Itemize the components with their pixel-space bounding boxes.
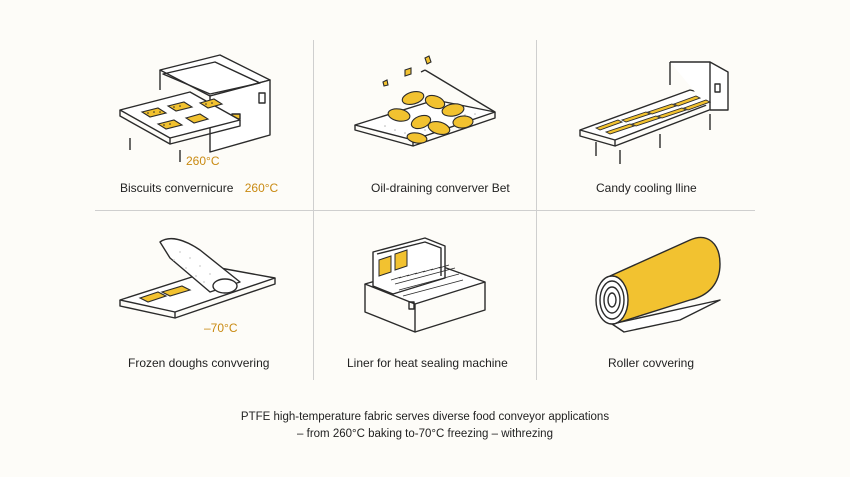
footer-line-2: – from 260°C baking to-70°C freezing – w…	[297, 428, 553, 440]
heat-sealer-icon	[364, 237, 486, 333]
caption-text: Candy cooling lline	[596, 181, 697, 195]
panel-caption: Liner for heat sealing machine	[347, 356, 508, 370]
caption-text: Roller covvering	[608, 356, 695, 370]
panel-caption: Candy cooling lline	[596, 181, 697, 195]
caption-text: Liner for heat sealing machine	[347, 356, 508, 370]
caption-text: Frozen doughs convvering	[128, 356, 270, 370]
panel-caption: Oil-draining converver Bet	[371, 181, 510, 195]
panel-caption: Frozen doughs convvering	[128, 356, 269, 370]
oven-icon	[119, 54, 271, 162]
footer-summary: PTFE high-temperature fabric serves dive…	[0, 409, 850, 443]
caption-temperature: 260°C	[244, 181, 279, 195]
frozen-conveyor-icon	[119, 238, 276, 319]
panel-caption: Biscuits convernicure 260°C	[120, 181, 278, 195]
caption-text: Biscuits convernicure	[120, 181, 234, 195]
panel-frozen-dough: –70°C Frozen doughs convvering	[100, 220, 330, 380]
panel-roller: Roller covvering	[560, 220, 790, 380]
caption-text: Oil-draining converver Bet	[371, 181, 510, 195]
panel-biscuits: 260°C Biscuits convernicure 260°C	[100, 40, 330, 205]
panel-oil-draining: Oil-draining converver Bet	[325, 40, 555, 205]
panel-caption: Roller covvering	[608, 356, 694, 370]
roller-icon	[595, 236, 721, 333]
cooling-line-icon	[579, 61, 729, 164]
image-temperature-label: –70°C	[204, 321, 238, 335]
panel-candy-cooling: Candy cooling lline	[560, 40, 790, 205]
divider-horizontal	[95, 210, 755, 211]
oil-draining-belt-icon	[354, 55, 496, 147]
footer-line-1: PTFE high-temperature fabric serves dive…	[240, 411, 610, 423]
panel-heat-sealing: Liner for heat sealing machine	[325, 220, 555, 380]
image-temperature-label: 260°C	[186, 154, 220, 168]
